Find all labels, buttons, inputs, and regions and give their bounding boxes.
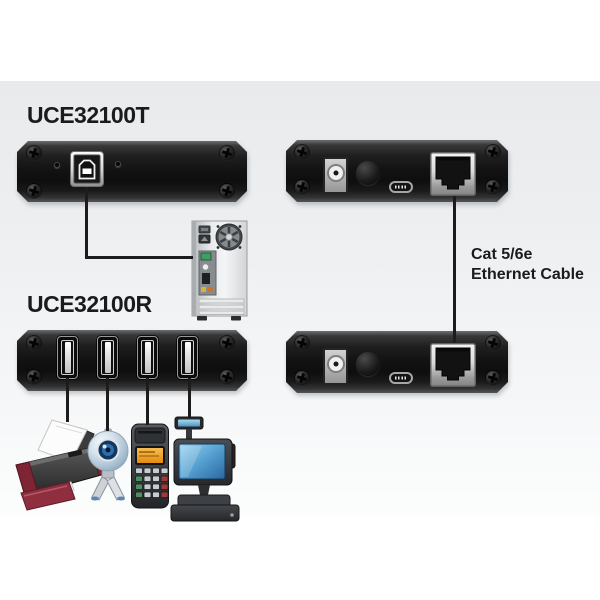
computer-tower-icon: [191, 220, 248, 321]
top-extender-panel: [286, 140, 508, 202]
screw-icon: [27, 336, 41, 350]
status-led-icon: [115, 161, 121, 167]
usb-cable: [85, 187, 88, 259]
transmitter-device: [17, 141, 247, 202]
ethernet-cable-label: Cat 5/6e Ethernet Cable: [471, 245, 584, 285]
transmitter-label: UCE32100T: [27, 102, 150, 128]
bottom-extender-panel: [286, 331, 508, 393]
top-extender-device: [286, 140, 508, 202]
bottom-extender-device: [286, 331, 508, 393]
ethernet-cable: [453, 196, 456, 343]
screw-icon: [486, 180, 500, 194]
screw-icon: [220, 370, 234, 384]
peripheral-cable: [146, 378, 149, 425]
usb-a-port-icon: [137, 336, 158, 379]
screw-icon: [486, 145, 500, 159]
screw-icon: [295, 371, 309, 385]
transmitter-panel: [17, 141, 247, 202]
micro-usb-port-icon: [389, 181, 413, 193]
status-led-icon: [54, 162, 60, 168]
usb-a-port-icon: [97, 336, 118, 379]
screw-icon: [27, 146, 41, 160]
screw-icon: [486, 336, 500, 350]
webcam-icon: [87, 428, 129, 501]
micro-usb-port-icon: [389, 372, 413, 384]
screw-icon: [295, 180, 309, 194]
push-button: [356, 352, 380, 376]
receiver-panel: [17, 330, 247, 391]
receiver-device: [17, 330, 247, 391]
dc-power-jack-icon: [323, 157, 348, 194]
screw-icon: [220, 146, 234, 160]
screw-icon: [27, 370, 41, 384]
screw-icon: [220, 336, 234, 350]
peripheral-cable: [66, 378, 69, 422]
ethernet-cable-label-line2: Ethernet Cable: [471, 266, 584, 283]
card-payment-terminal-icon: [131, 423, 169, 509]
screw-icon: [295, 145, 309, 159]
screw-icon: [27, 184, 41, 198]
dc-pin-icon: [327, 355, 345, 373]
screw-icon: [295, 336, 309, 350]
usb-cable: [85, 256, 193, 259]
push-button: [356, 161, 380, 185]
rj45-port-icon: [430, 343, 476, 387]
dc-power-jack-icon: [323, 348, 348, 385]
usb-b-port-icon: [70, 151, 104, 187]
rj45-port-icon: [430, 152, 476, 196]
ethernet-cable-label-line1: Cat 5/6e: [471, 246, 533, 263]
usb-a-port-icon: [57, 336, 78, 379]
screw-icon: [220, 184, 234, 198]
peripheral-cable: [106, 378, 109, 431]
screw-icon: [486, 371, 500, 385]
dc-pin-icon: [327, 164, 345, 182]
peripheral-cable: [188, 378, 191, 418]
usb-a-port-icon: [177, 336, 198, 379]
receiver-label: UCE32100R: [27, 291, 152, 317]
pos-terminal-icon: [170, 416, 240, 522]
